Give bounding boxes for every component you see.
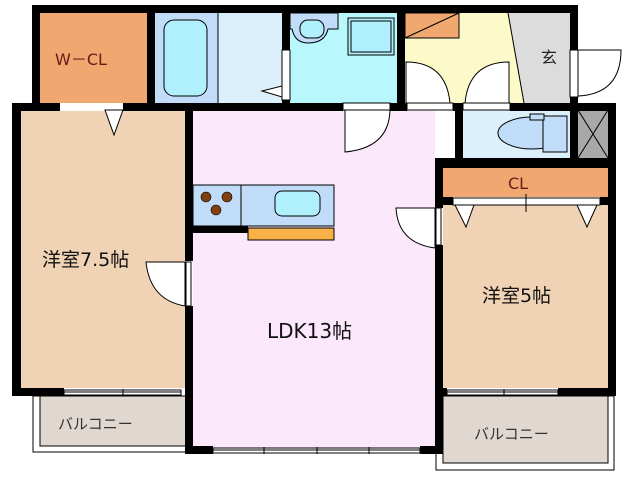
walk-in-closet-floor xyxy=(40,13,147,103)
bathtub-icon xyxy=(163,19,208,97)
ldk-window[interactable] xyxy=(212,447,421,454)
ldk-floor xyxy=(193,111,435,451)
room-b-door-opening[interactable] xyxy=(435,207,442,246)
toilet-icon xyxy=(497,113,568,153)
balcony-right-label: バルコニー xyxy=(474,425,549,443)
room-a-door-opening[interactable] xyxy=(185,261,192,307)
utility-door-opening[interactable] xyxy=(342,102,391,111)
front-door[interactable] xyxy=(577,49,622,97)
utility-door[interactable] xyxy=(344,109,391,153)
entrance-floor xyxy=(508,13,570,103)
entrance-label: 玄 xyxy=(541,48,558,67)
entrance-step-line xyxy=(507,12,525,104)
walk-in-closet-label: W－CL xyxy=(55,50,107,69)
western-room-b-label: 洋室5帖 xyxy=(482,285,552,307)
closet-folding-door-left[interactable] xyxy=(454,204,475,229)
kitchen-sink-icon xyxy=(240,184,335,227)
kitchen-counter xyxy=(247,227,335,241)
room-b-door[interactable] xyxy=(395,207,436,249)
pipe-space-icon xyxy=(577,109,609,159)
washbasin-icon xyxy=(289,12,339,44)
balcony-right-area xyxy=(435,395,615,471)
balcony-left-label: バルコニー xyxy=(58,415,133,433)
western-room-a-floor xyxy=(21,111,185,388)
wcl-folding-door[interactable] xyxy=(104,109,124,137)
walls xyxy=(12,5,616,454)
closet-label: CL xyxy=(508,174,529,193)
bath-door[interactable] xyxy=(281,49,291,101)
hall-door-opening-right[interactable] xyxy=(462,102,511,111)
closet-folding-door-right[interactable] xyxy=(576,204,598,229)
balcony-left-area xyxy=(32,395,187,453)
ldk-label: LDK13帖 xyxy=(267,319,353,343)
room-b-window[interactable] xyxy=(446,389,559,396)
room-a-door[interactable] xyxy=(145,261,186,307)
western-room-a-label: 洋室7.5帖 xyxy=(42,249,130,271)
hall-door-left[interactable] xyxy=(405,61,451,104)
western-room-b-floor xyxy=(443,205,608,388)
washroom-floor xyxy=(218,13,282,103)
closet-floor xyxy=(443,168,608,197)
bath-door-arrow-icon xyxy=(260,85,283,98)
hall-door-right[interactable] xyxy=(464,61,510,104)
kitchen-stove-icon xyxy=(192,184,242,227)
shoe-cabinet-icon xyxy=(404,12,460,39)
room-a-window[interactable] xyxy=(63,389,182,396)
washing-machine-icon xyxy=(347,17,395,56)
hall-door-opening-left[interactable] xyxy=(406,102,454,111)
wcl-door-opening[interactable] xyxy=(60,103,123,110)
front-door-opening[interactable] xyxy=(569,49,579,98)
